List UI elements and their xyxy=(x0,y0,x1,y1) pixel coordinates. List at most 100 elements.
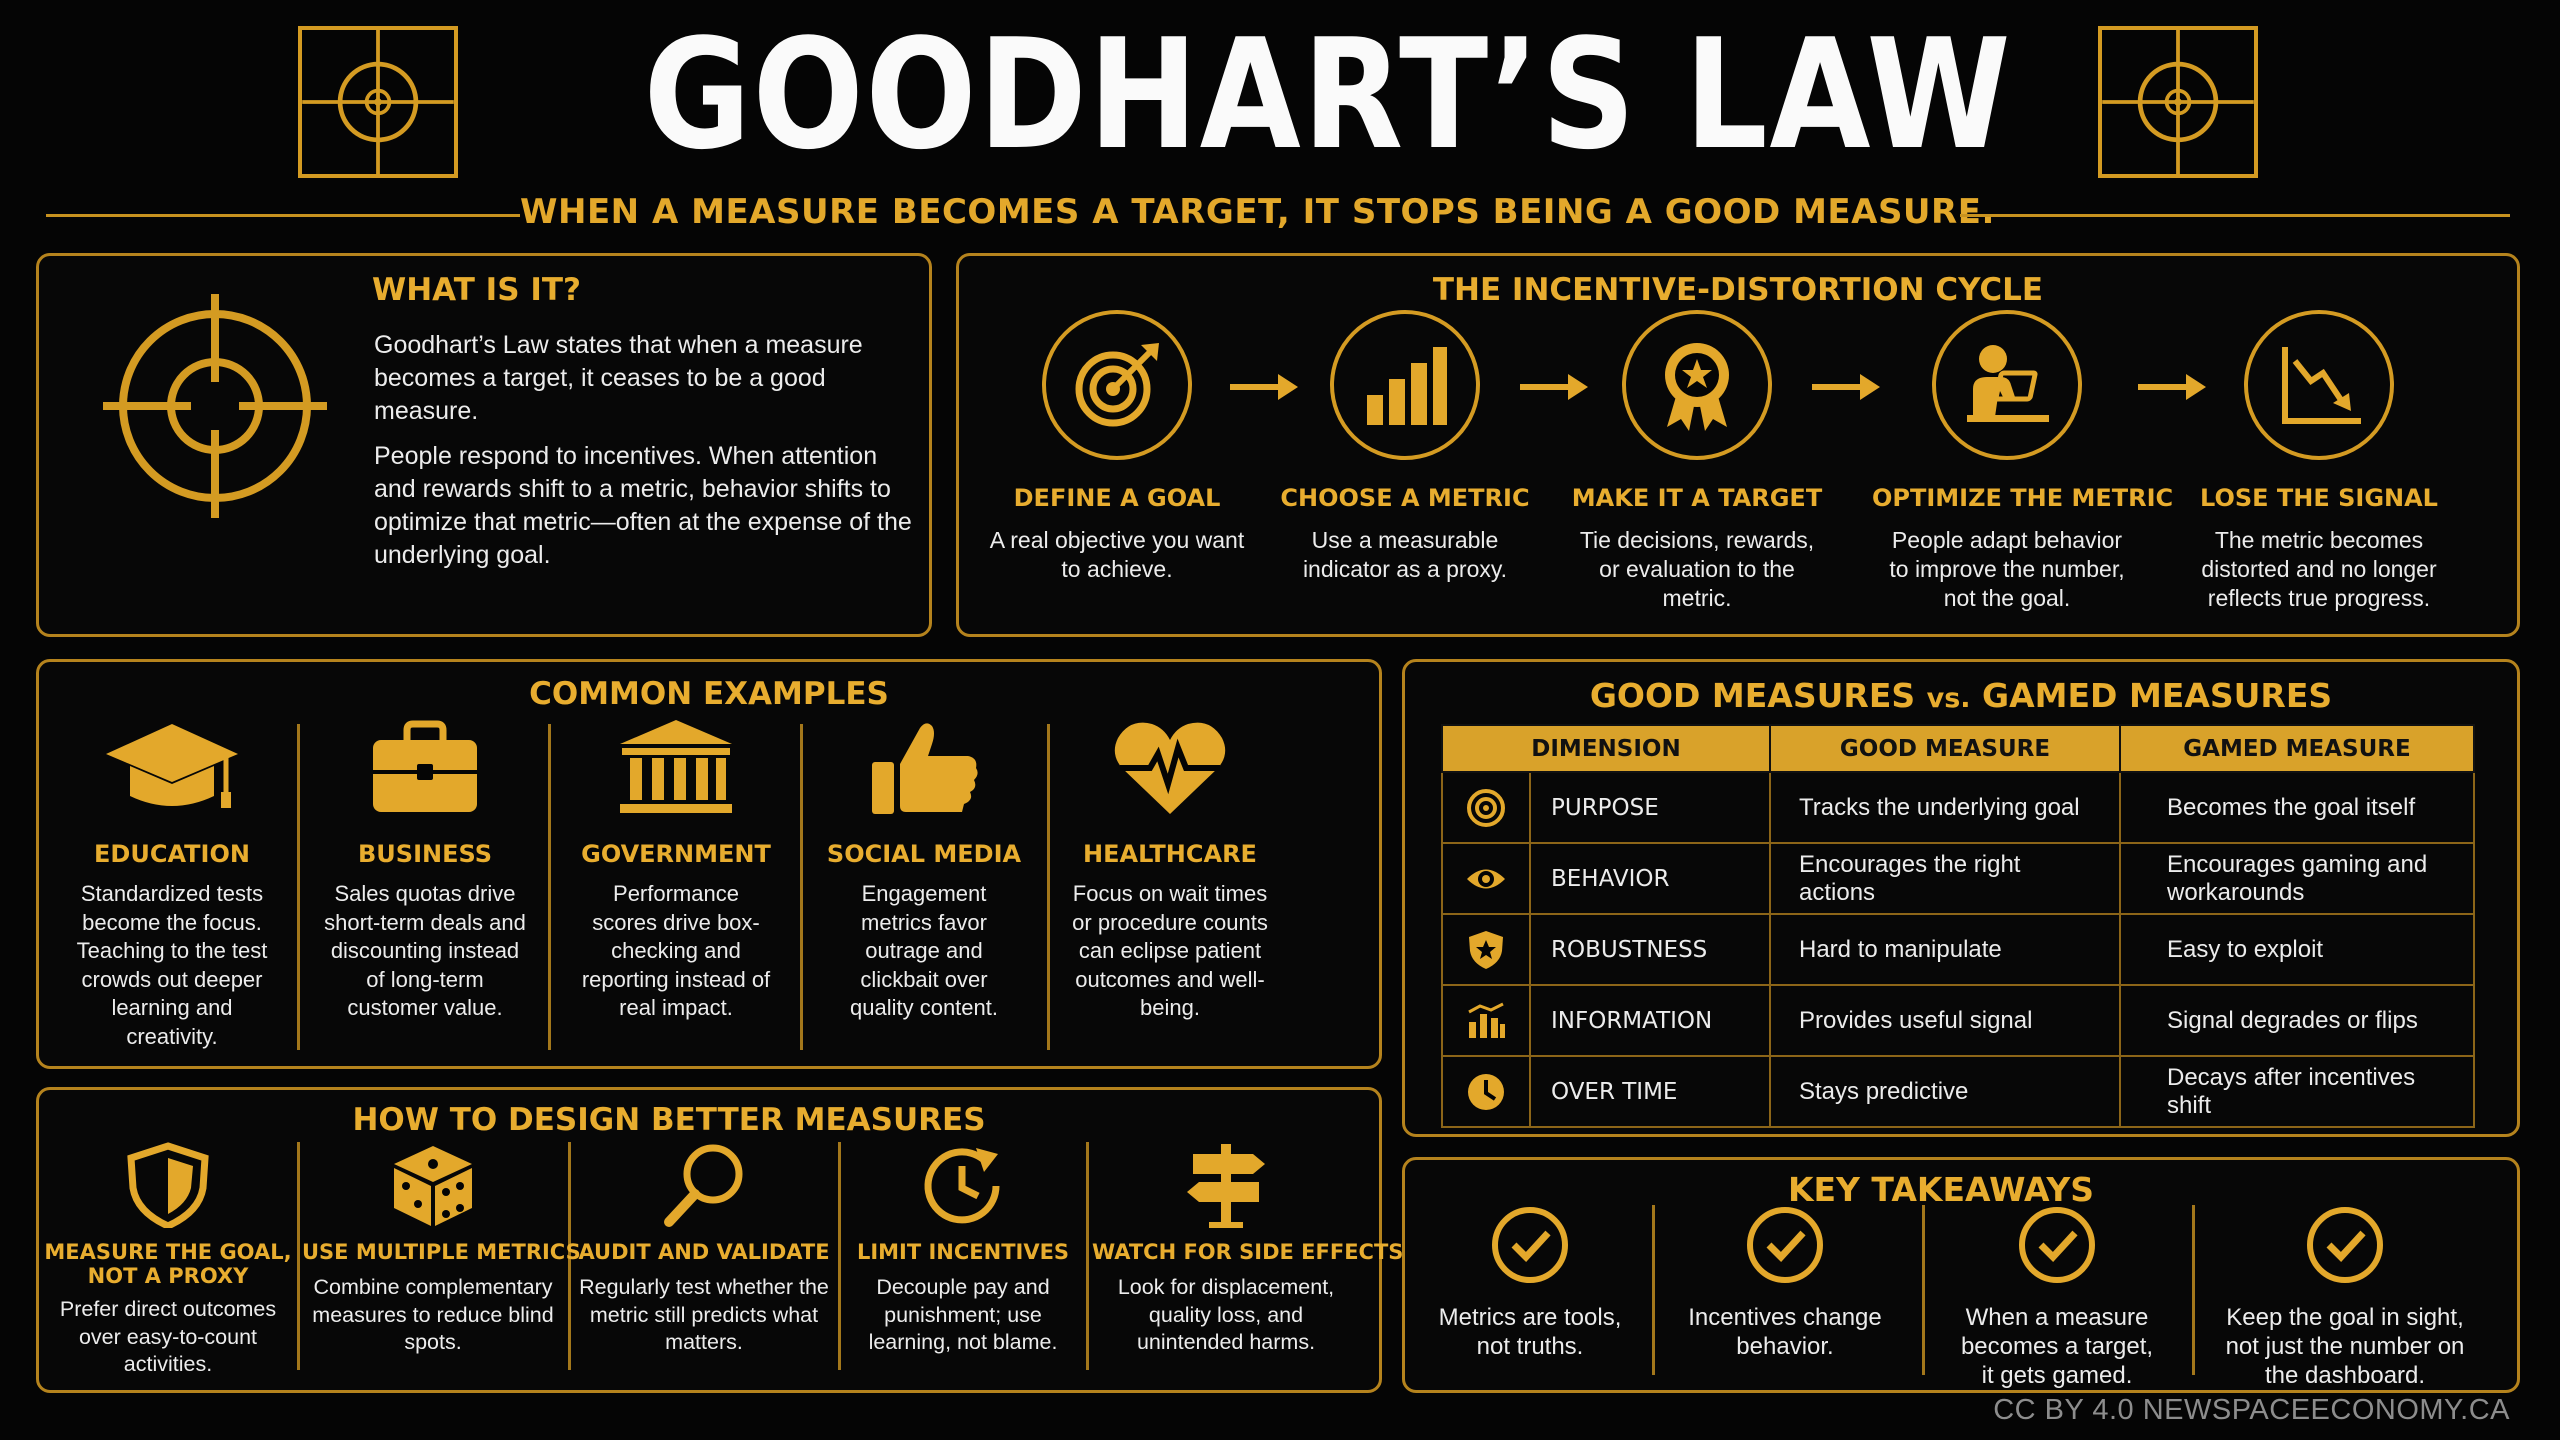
briefcase-icon xyxy=(373,720,477,812)
table-row: ROBUSTNESS Hard to manipulate Easy to ex… xyxy=(1441,913,2475,986)
example-desc: Performance scores drive box-checking an… xyxy=(581,881,771,1020)
example-social-media: SOCIAL MEDIA Engagement metrics favor ou… xyxy=(806,718,1042,1023)
example-desc: Focus on wait times or procedure counts … xyxy=(1072,881,1268,1020)
design-measure-goal: MEASURE THE GOAL, NOT A PROXY Prefer dir… xyxy=(44,1142,292,1379)
design-desc: Regularly test whether the metric still … xyxy=(579,1275,829,1354)
row-icon-cell xyxy=(1441,771,1531,844)
cell-dimension: OVER TIME xyxy=(1529,1055,1771,1128)
chart-down-icon xyxy=(2282,347,2361,424)
page-subtitle: WHEN A MEASURE BECOMES A TARGET, IT STOP… xyxy=(520,192,1995,232)
divider xyxy=(800,724,803,1050)
comparison-title-vs: vs. xyxy=(1926,683,1971,714)
credit-text: CC BY 4.0 NEWSPACEECONOMY.CA xyxy=(1993,1394,2510,1426)
divider xyxy=(297,724,300,1050)
comparison-title: GOOD MEASURES vs. GAMED MEASURES xyxy=(1405,676,2517,715)
cell-good: Provides useful signal xyxy=(1769,984,2121,1057)
thumbs-up-icon xyxy=(872,723,978,814)
cell-dimension: BEHAVIOR xyxy=(1529,842,1771,915)
table-row: OVER TIME Stays predictive Decays after … xyxy=(1441,1055,2475,1128)
design-desc: Decouple pay and punishment; use learnin… xyxy=(868,1275,1058,1354)
person-laptop-icon xyxy=(1967,345,2049,422)
table-row: PURPOSE Tracks the underlying goal Becom… xyxy=(1441,771,2475,844)
cycle-step-lose-signal: LOSE THE SIGNAL The metric becomes disto… xyxy=(2184,310,2454,613)
design-side-effects: WATCH FOR SIDE EFFECTS Look for displace… xyxy=(1092,1142,1404,1357)
takeaway-item: When a measure becomes a target, it gets… xyxy=(1922,1205,2192,1390)
cycle-step-choose-metric: CHOOSE A METRIC Use a measurable indicat… xyxy=(1270,310,1540,584)
takeaway-text: Metrics are tools, not truths. xyxy=(1438,1304,1622,1360)
cycle-step-desc: Tie decisions, rewards, or evaluation to… xyxy=(1579,527,1815,611)
dice-icon xyxy=(394,1146,472,1226)
heart-pulse-icon xyxy=(1114,722,1226,814)
cycle-step-optimize-metric: OPTIMIZE THE METRIC People adapt behavio… xyxy=(1872,310,2174,613)
takeaways-panel: KEY TAKEAWAYS xyxy=(1402,1157,2520,1393)
divider xyxy=(1652,1205,1655,1375)
design-label: WATCH FOR SIDE EFFECTS xyxy=(1092,1240,1404,1264)
clock-icon xyxy=(1468,1073,1504,1110)
table-row: INFORMATION Provides useful signal Signa… xyxy=(1441,984,2475,1057)
design-label: NOT A PROXY xyxy=(87,1264,249,1288)
cycle-step-make-target: MAKE IT A TARGET Tie decisions, rewards,… xyxy=(1562,310,1832,613)
example-healthcare: HEALTHCARE Focus on wait times or proced… xyxy=(1052,718,1288,1023)
row-icon-cell xyxy=(1441,984,1531,1057)
example-desc: Sales quotas drive short-term deals and … xyxy=(324,881,526,1020)
table-header-row: DIMENSION GOOD MEASURE GAMED MEASURE xyxy=(1441,724,2475,773)
arrow-right-icon xyxy=(2138,374,2206,400)
divider xyxy=(1047,724,1050,1050)
crosshair-logo-left xyxy=(298,26,458,178)
design-label: LIMIT INCENTIVES xyxy=(856,1240,1070,1264)
what-is-it-paragraph-2: People respond to incentives. When atten… xyxy=(374,442,912,569)
cycle-step-label: OPTIMIZE THE METRIC xyxy=(1872,484,2174,512)
row-icon-cell xyxy=(1441,913,1531,986)
col-header-dimension: DIMENSION xyxy=(1441,724,1771,773)
divider-left xyxy=(46,214,520,217)
cell-good: Encourages the right actions xyxy=(1769,842,2121,915)
takeaway-item: Keep the goal in sight, not just the num… xyxy=(2210,1205,2480,1390)
comparison-table: DIMENSION GOOD MEASURE GAMED MEASURE PUR… xyxy=(1441,724,2475,1128)
check-circle-icon xyxy=(2019,1207,2095,1283)
target-arrow-icon xyxy=(1075,343,1159,427)
signal-chart-icon xyxy=(1468,1002,1505,1038)
divider xyxy=(297,1142,300,1370)
what-is-it-title: WHAT IS IT? xyxy=(372,272,581,308)
bar-chart-icon xyxy=(1367,347,1447,425)
example-education: EDUCATION Standardized tests become the … xyxy=(52,718,292,1051)
shield-icon xyxy=(127,1142,209,1228)
takeaway-item: Metrics are tools, not truths. xyxy=(1395,1205,1665,1361)
design-label: USE MULTIPLE METRICS xyxy=(302,1240,581,1264)
design-panel: HOW TO DESIGN BETTER MEASURES xyxy=(36,1087,1382,1393)
divider xyxy=(548,724,551,1050)
divider-right xyxy=(1960,214,2510,217)
example-label: EDUCATION xyxy=(94,840,250,868)
cycle-step-label: DEFINE A GOAL xyxy=(1013,484,1221,512)
crosshair-icon xyxy=(2102,30,2254,174)
arrow-right-icon xyxy=(1812,374,1880,400)
takeaway-text: Incentives change behavior. xyxy=(1688,1304,1882,1360)
crosshair-icon xyxy=(302,30,454,174)
divider xyxy=(838,1142,841,1370)
arrow-right-icon xyxy=(1520,374,1588,400)
design-audit-validate: AUDIT AND VALIDATE Regularly test whethe… xyxy=(574,1142,834,1357)
divider xyxy=(1922,1205,1925,1375)
example-label: GOVERNMENT xyxy=(581,840,771,868)
design-multiple-metrics: USE MULTIPLE METRICS Combine complementa… xyxy=(302,1142,581,1357)
cell-dimension: PURPOSE xyxy=(1529,771,1771,844)
crosshair-icon xyxy=(103,294,327,518)
example-desc: Engagement metrics favor outrage and cli… xyxy=(850,881,998,1020)
example-label: BUSINESS xyxy=(358,840,492,868)
graduation-cap-icon xyxy=(106,724,238,808)
design-label: MEASURE THE GOAL, xyxy=(44,1240,292,1264)
row-icon-cell xyxy=(1441,842,1531,915)
cycle-step-label: MAKE IT A TARGET xyxy=(1571,484,1823,512)
award-ribbon-icon xyxy=(1665,343,1729,431)
check-circle-icon xyxy=(2307,1207,2383,1283)
divider xyxy=(1086,1142,1089,1370)
takeaway-text: When a measure becomes a target, it gets… xyxy=(1960,1304,2154,1389)
example-label: SOCIAL MEDIA xyxy=(826,840,1022,868)
divider xyxy=(2192,1205,2195,1375)
design-label: AUDIT AND VALIDATE xyxy=(578,1240,830,1264)
cycle-step-label: CHOOSE A METRIC xyxy=(1280,484,1530,512)
examples-title: COMMON EXAMPLES xyxy=(529,676,889,712)
table-row: BEHAVIOR Encourages the right actions En… xyxy=(1441,842,2475,915)
col-header-gamed: GAMED MEASURE xyxy=(2119,724,2475,773)
check-circle-icon xyxy=(1747,1207,1823,1283)
